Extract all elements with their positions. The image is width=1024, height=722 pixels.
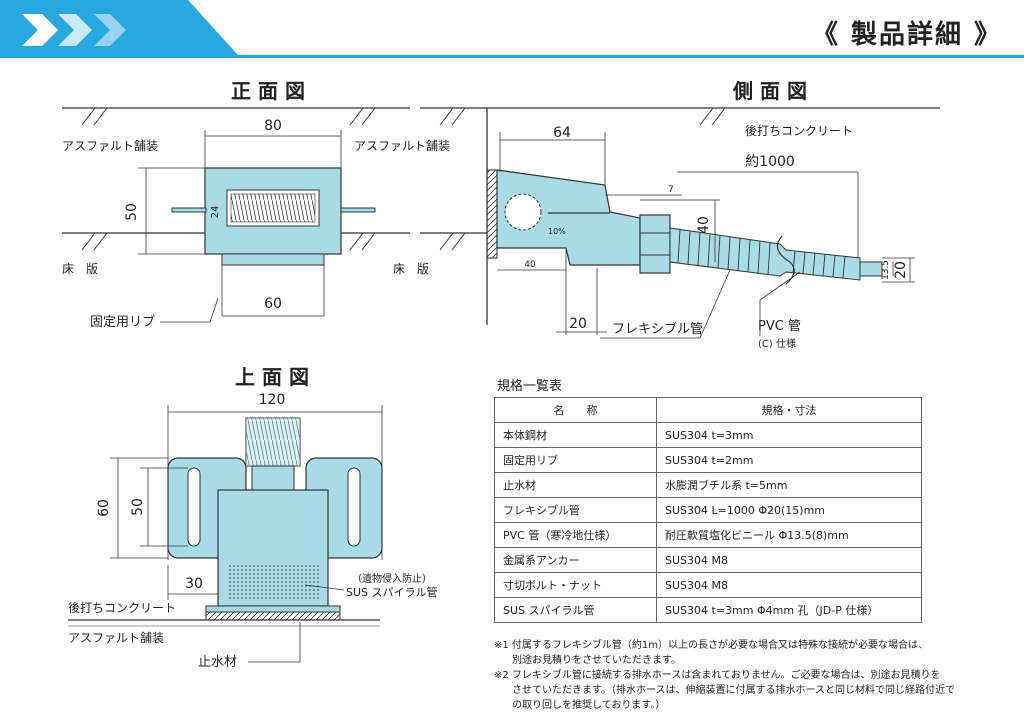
water-stop	[205, 611, 341, 621]
table-row: PVC 管（寒冷地仕様）耐圧軟質塩化ビニール Φ13.5(8)mm	[494, 522, 922, 548]
footnotes: ※1 付属するフレキシブル管（約1m）以上の長さが必要な場合又は特殊な接続が必要…	[494, 638, 984, 713]
row-name: PVC 管（寒冷地仕様）	[494, 522, 657, 548]
row-name: 金属系アンカー	[494, 547, 657, 573]
fixing-rib	[171, 207, 207, 213]
pvc-pipe	[859, 261, 883, 277]
front-dim-60: 60	[264, 296, 282, 312]
note-line: の取り回しを推奨しております。）	[512, 700, 666, 711]
post-concrete-label: 後打ちコンクリート	[745, 124, 853, 138]
row-name: フレキシブル管	[494, 497, 657, 523]
note-line: ※1 付属するフレキシブル管（約1m）以上の長さが必要な場合又は特殊な接続が必要…	[494, 640, 929, 651]
note-line: 別途お見積りをさせていただきます。	[512, 655, 681, 666]
table-header-row: 名 称 規格・寸法	[494, 397, 922, 423]
top-view: 上 面 図 120 60 50 30 後打ちコンクリート	[68, 365, 438, 670]
side-view-title: 側 面 図	[732, 79, 807, 103]
row-name: 固定用リブ	[494, 447, 657, 473]
front-dim-80: 80	[264, 118, 282, 134]
note-line: ※2 フレキシブル管に接続する排水ホースは含まれておりません。ご必要な場合は、別…	[494, 670, 941, 681]
chevron-right-icon	[58, 14, 92, 46]
side-dim-7: 7	[668, 185, 674, 195]
front-view: 正 面 図 アスファルト舗装 アスファルト舗装 床 版 床 版 80 60 50…	[62, 79, 450, 330]
front-dim-24: 24	[210, 206, 221, 219]
row-spec: SUS304 t=2mm	[656, 447, 922, 473]
row-spec: SUS304 M8	[656, 572, 922, 598]
side-plate	[486, 169, 498, 259]
spec-table-caption: 規格一覧表	[497, 379, 563, 394]
row-name: SUS スパイラル管	[494, 597, 657, 623]
front-dim-50: 50	[124, 203, 140, 221]
side-dim-20-bottom: 20	[569, 316, 587, 332]
row-spec: SUS304 M8	[656, 547, 922, 573]
side-dim-64: 64	[553, 125, 571, 141]
top-dim-50: 50	[130, 498, 146, 516]
row-spec: 耐圧軟質塩化ビニール Φ13.5(8)mm	[656, 522, 922, 548]
side-dim-20-right: 20	[893, 261, 909, 279]
floor-label-right: 床 版	[393, 262, 429, 276]
table-row: 止水材水膨潤ブチル系 t=5mm	[494, 472, 922, 498]
row-name: 本体鋼材	[494, 422, 657, 448]
thread-bolt	[245, 417, 301, 467]
pvc-label: PVC 管	[758, 319, 801, 334]
pvc-sub-label: (C) 仕様	[758, 337, 796, 350]
front-view-title: 正 面 図	[231, 79, 305, 103]
spiral-pipe	[228, 565, 320, 600]
side-dim-40: 40	[696, 216, 712, 234]
spiral-label: SUS スパイラル管	[346, 585, 438, 599]
rib-label: 固定用リブ	[90, 314, 155, 330]
top-dim-60: 60	[96, 499, 112, 517]
slope-label: 10%	[548, 227, 566, 236]
side-view: 側 面 図 後打ちコンクリート 10%	[420, 79, 940, 350]
nut	[639, 214, 671, 274]
side-dim-13-5: 13.5	[881, 260, 891, 280]
side-dim-1000: 約1000	[745, 154, 795, 170]
top-dim-30: 30	[185, 576, 203, 592]
row-spec: SUS304 L=1000 Φ20(15)mm	[656, 497, 922, 523]
page-title: 《 製品詳細 》	[811, 20, 1002, 50]
asphalt-label-right: アスファルト舗装	[354, 139, 450, 153]
row-spec: SUS304 t=3mm	[656, 422, 922, 448]
side-dim-bottom-40: 40	[524, 260, 536, 270]
row-spec: 水膨潤ブチル系 t=5mm	[656, 472, 922, 498]
top-dim-120: 120	[259, 392, 286, 408]
note-line: させていただきます。（排水ホースは、伸縮装置に付属する排水ホースと同じ材料で同じ…	[512, 685, 955, 696]
header-name: 名 称	[494, 397, 657, 423]
water-stop-label: 止水材	[198, 655, 237, 670]
chevron-right-icon	[94, 14, 126, 46]
floor-label-left: 床 版	[62, 262, 98, 276]
flex-pipe-label: フレキシブル管	[612, 321, 703, 337]
header-band	[0, 0, 1024, 58]
row-name: 寸切ボルト・ナット	[494, 572, 657, 598]
header-spec: 規格・寸法	[656, 397, 922, 423]
top-asphalt-label: アスファルト舗装	[68, 631, 164, 645]
row-name: 止水材	[494, 472, 657, 498]
top-post-concrete-label: 後打ちコンクリート	[68, 601, 176, 615]
asphalt-label-left: アスファルト舗装	[62, 139, 158, 153]
chevron-right-icon	[22, 14, 58, 46]
top-view-title: 上 面 図	[235, 365, 309, 389]
flexible-pipe	[669, 227, 861, 281]
front-spring	[230, 193, 316, 223]
row-spec: SUS304 t=3mm Φ4mm 孔（JD-P 仕様）	[656, 597, 922, 623]
spiral-note-label: （遺物侵入防止）	[352, 572, 432, 585]
